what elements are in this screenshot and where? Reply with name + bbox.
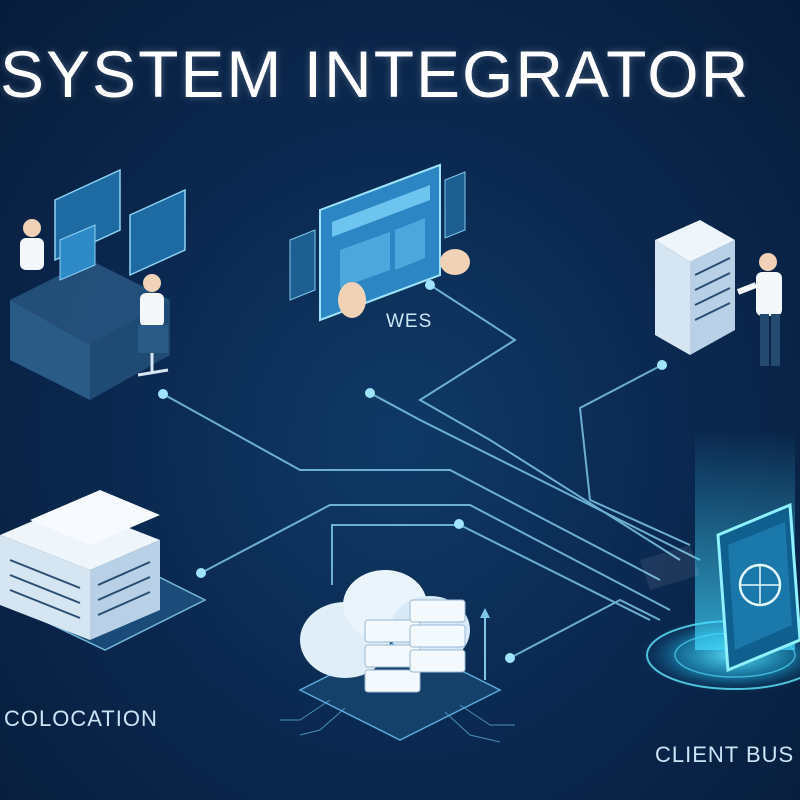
cloud-server-icon [280,570,515,743]
connector-cloud-b [369,392,701,561]
connector-wes [418,284,681,561]
server-rack-technician-icon [655,220,782,366]
connection-lines [162,284,701,659]
page-title: SYSTEM INTEGRATOR [0,37,751,111]
wes-label: WES [386,311,433,332]
colocation-label: COLOCATION [4,706,158,731]
connector-cloud-a [331,524,651,621]
client-business-label: CLIENT BUS [655,742,795,767]
connector-colocation [200,504,671,611]
colocation-server-icon [0,490,207,651]
connector-dots [158,280,667,663]
web-dashboard-icon [289,163,470,322]
connector-server-rack [578,364,691,546]
connector-cloud-c [509,598,661,659]
connector-workstation [162,393,661,581]
developer-workstation-icon [10,168,186,400]
client-business-id-icon [635,430,800,695]
